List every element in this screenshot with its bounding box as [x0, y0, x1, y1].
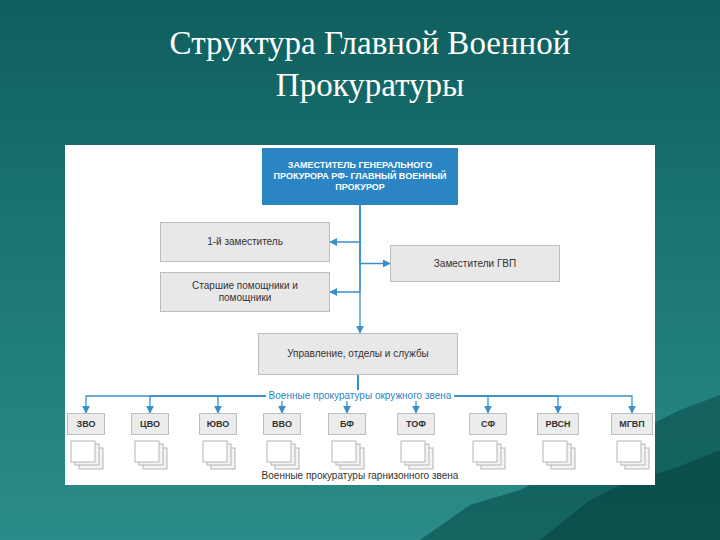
district-box: СФ — [469, 413, 507, 435]
box-text: ВВО — [272, 418, 292, 430]
box-text: ТОФ — [406, 418, 426, 430]
connector-arrow — [330, 205, 360, 292]
connector-arrow — [360, 205, 390, 264]
bus-label: Военные прокуратуры окружного звена — [190, 390, 530, 402]
document-stack — [332, 441, 364, 469]
footer-label: Военные прокуратуры гарнизонного звена — [150, 470, 570, 482]
box-text: ЦВО — [140, 418, 160, 430]
document-stack — [267, 441, 299, 469]
box-text: МГВП — [619, 418, 645, 430]
box-text: Управление, отделы и службы — [287, 348, 429, 360]
box-text: РВСН — [545, 418, 570, 430]
slide-title: Структура Главной Военной Прокуратуры — [150, 22, 590, 106]
connector-arrow — [330, 205, 360, 242]
box-text: ЮВО — [207, 418, 230, 430]
label-text: Военные прокуратуры окружного звена — [266, 390, 455, 401]
district-box: МГВП — [611, 413, 653, 435]
district-box: ЦВО — [131, 413, 169, 435]
assistants-box: Старшие помощники и помощники — [160, 272, 330, 312]
document-stack — [473, 441, 505, 469]
document-stack — [543, 441, 575, 469]
department-box: Управление, отделы и службы — [258, 333, 458, 375]
deputies-box: Заместители ГВП — [390, 245, 560, 282]
chief-box: ЗАМЕСТИТЕЛЬ ГЕНЕРАЛЬНОГО ПРОКУРОРА РФ- Г… — [262, 148, 458, 205]
label-text: Военные прокуратуры гарнизонного звена — [259, 470, 462, 481]
box-text: 1-й заместитель — [207, 236, 283, 248]
district-box: РВСН — [537, 413, 579, 435]
district-box: ЮВО — [199, 413, 237, 435]
district-box: ВВО — [263, 413, 301, 435]
box-text: СФ — [481, 418, 495, 430]
deputy-box: 1-й заместитель — [160, 222, 330, 262]
connector-arrow — [359, 205, 360, 333]
box-text: Заместители ГВП — [434, 258, 516, 270]
box-text: ЗВО — [77, 418, 96, 430]
box-text: БФ — [340, 418, 354, 430]
document-stack — [401, 441, 433, 469]
box-text: Старшие помощники и помощники — [165, 280, 325, 304]
document-stack — [203, 441, 235, 469]
document-stack — [617, 441, 649, 469]
district-box: БФ — [328, 413, 366, 435]
document-stack — [71, 441, 103, 469]
document-stack — [135, 441, 167, 469]
district-box: ЗВО — [67, 413, 105, 435]
box-text: ЗАМЕСТИТЕЛЬ ГЕНЕРАЛЬНОГО ПРОКУРОРА РФ- Г… — [267, 160, 453, 193]
district-box: ТОФ — [397, 413, 435, 435]
